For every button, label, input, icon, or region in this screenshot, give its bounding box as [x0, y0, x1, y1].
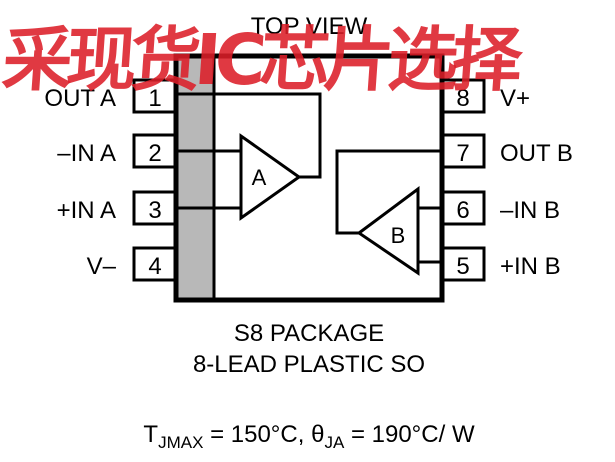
- pin-label-v-minus: V–: [87, 253, 117, 280]
- theta-value: = 190°C/ W: [344, 421, 475, 448]
- pin-number-3: 3: [148, 197, 161, 224]
- pin-box-8: [440, 78, 486, 114]
- package-body: [173, 53, 445, 303]
- top-view-title: TOP VIEW: [251, 13, 368, 40]
- package-name: S8 PACKAGE: [234, 320, 384, 347]
- pin-label-minus-in-a: –IN A: [57, 140, 116, 167]
- thermal-spec: TJMAX = 150°C, θJA = 190°C/ W: [143, 421, 475, 452]
- op-amp-b-label: B: [391, 223, 406, 248]
- pin-number-4: 4: [148, 253, 161, 280]
- op-amp-a-label: A: [252, 165, 267, 190]
- pin-number-6: 6: [456, 197, 469, 224]
- package-description: 8-LEAD PLASTIC SO: [193, 351, 425, 378]
- pin-number-5: 5: [456, 253, 469, 280]
- pin-label-v-plus: V+: [500, 85, 530, 112]
- op-amp-a: [239, 133, 302, 221]
- tjmax-symbol: T: [143, 421, 158, 448]
- pin-number-2: 2: [148, 140, 161, 167]
- pin-number-8: 8: [456, 85, 469, 112]
- pin1-stripe: [176, 56, 214, 300]
- op-amp-b: [356, 186, 420, 276]
- pin-label-plus-in-a: +IN A: [57, 197, 116, 224]
- tjmax-value: = 150°C,: [203, 421, 311, 448]
- pin-box-5: [440, 246, 486, 282]
- pin-box-1: [132, 78, 178, 114]
- pin-label-plus-in-b: +IN B: [500, 253, 561, 280]
- pin-label-out-b: OUT B: [500, 140, 573, 167]
- pin-number-7: 7: [456, 140, 469, 167]
- pin-label-out-a: OUT A: [44, 85, 116, 112]
- pin-box-4: [132, 246, 178, 282]
- wire-b-out-to-pin7: [335, 149, 442, 235]
- theta-subscript: JA: [324, 433, 345, 452]
- pin-number-1: 1: [148, 85, 161, 112]
- theta-symbol: θ: [311, 421, 324, 448]
- wire-a-out-to-pin1: [176, 92, 322, 179]
- pin-label-minus-in-b: –IN B: [500, 197, 560, 224]
- tjmax-subscript: JMAX: [158, 433, 203, 452]
